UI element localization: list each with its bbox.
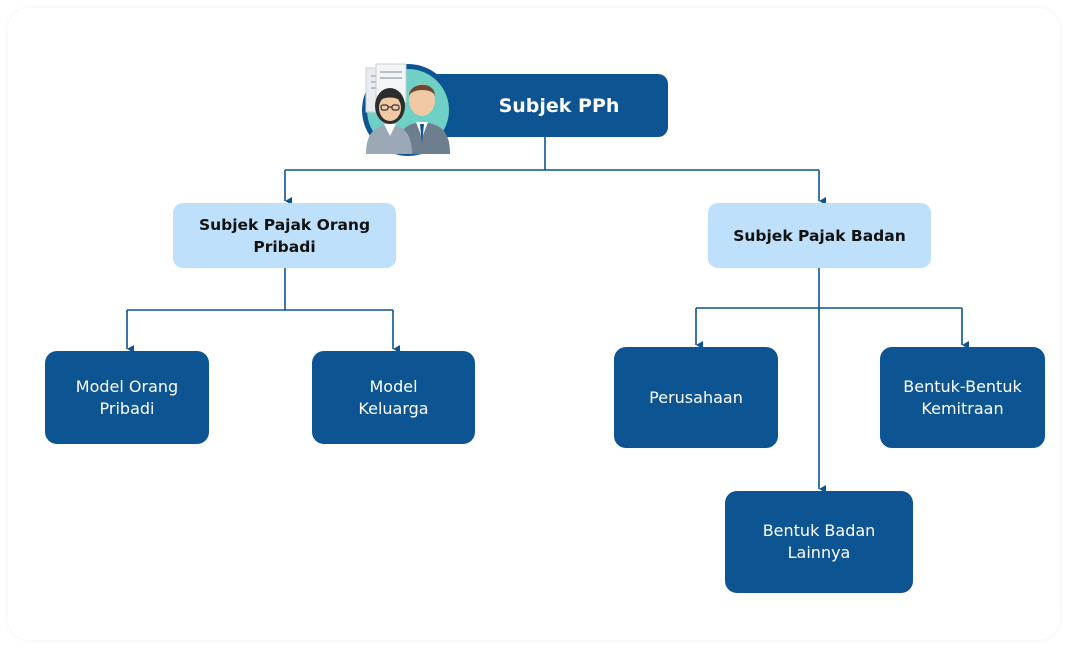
leaf-model-orang-pribadi-label: Model Orang Pribadi: [75, 376, 179, 418]
connector-to-model-orang-pribadi: [127, 309, 393, 349]
leaf-model-orang-pribadi: Model Orang Pribadi: [45, 351, 209, 444]
leaf-bentuk-kemitraan-label: Bentuk-Bentuk Kemitraan: [903, 376, 1022, 418]
branch-orang-pribadi-label: Subjek Pajak Orang Pribadi: [198, 215, 371, 256]
leaf-perusahaan: Perusahaan: [614, 347, 778, 448]
business-people-icon: [362, 63, 454, 156]
root-node: Subjek PPh: [428, 74, 668, 137]
branch-orang-pribadi: Subjek Pajak Orang Pribadi: [173, 203, 396, 268]
connector-root-to-orang-pribadi: [285, 169, 819, 201]
leaf-bentuk-kemitraan: Bentuk-Bentuk Kemitraan: [880, 347, 1045, 448]
root-label: Subjek PPh: [498, 94, 620, 117]
leaf-bentuk-badan-lainnya: Bentuk Badan Lainnya: [725, 491, 913, 593]
leaf-perusahaan-label: Perusahaan: [649, 387, 743, 407]
connector-to-perusahaan: [696, 307, 962, 345]
branch-badan-label: Subjek Pajak Badan: [733, 226, 906, 245]
leaf-bentuk-badan-lainnya-label: Bentuk Badan Lainnya: [762, 521, 876, 562]
branch-badan: Subjek Pajak Badan: [708, 203, 931, 268]
leaf-model-keluarga-label: Model Keluarga: [358, 376, 429, 418]
leaf-model-keluarga: Model Keluarga: [312, 351, 475, 444]
